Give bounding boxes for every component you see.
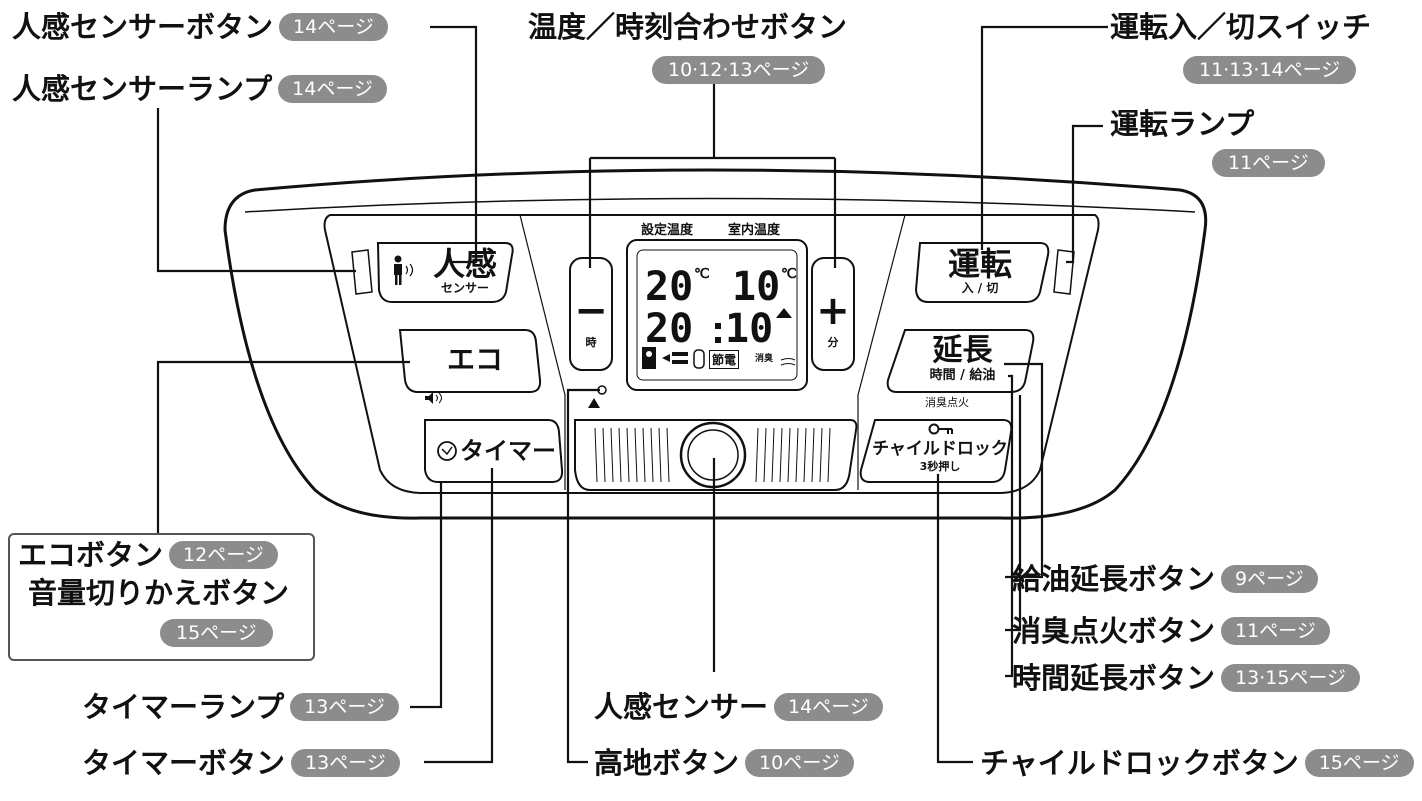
lcd-time-minutes: 10 [725, 306, 774, 352]
page-ref-pill: 11ページ [1221, 617, 1330, 645]
sensor-button-label: 人感 [432, 245, 497, 283]
sensor-button[interactable]: 人感 センサー [420, 247, 510, 295]
label-text: 人感センサーランプ [12, 72, 273, 106]
eco-button-label: エコ [446, 343, 503, 376]
lcd-room-temp: 10 [732, 264, 781, 310]
power-button[interactable]: 運転 入 / 切 [930, 247, 1030, 295]
page-ref-pill: 13ページ [291, 749, 400, 777]
page-ref-pill: 11·13·14ページ [1183, 56, 1357, 84]
power-button-sublabel: 入 / 切 [961, 281, 999, 295]
page-ref-pill: 13ページ [290, 693, 399, 721]
minus-button-label: − [574, 288, 608, 334]
label-text: エコボタン [18, 538, 164, 572]
plus-button[interactable]: + 分 [812, 290, 854, 354]
extend-button[interactable]: 延長 時間 / 給油 [905, 334, 1020, 384]
minus-button-sublabel: 時 [585, 336, 597, 349]
label-text: 運転ランプ [1110, 107, 1255, 141]
label-text: 高地ボタン [594, 746, 740, 780]
minus-button[interactable]: − 時 [570, 290, 612, 354]
label-text: タイマーランプ [82, 690, 285, 724]
extend-button-label: 延長 [932, 333, 993, 368]
page-ref-pill: 11ページ [1212, 149, 1325, 177]
lcd-header-set-temp: 設定温度 [641, 223, 694, 238]
power-button-label: 運転 [947, 245, 1012, 283]
page-ref-pill: 13·15ページ [1221, 664, 1361, 692]
label-text: 人感センサー [594, 690, 769, 724]
label-run-lamp: 運転ランプ [1110, 105, 1254, 143]
lcd-time-hours: 20 [645, 306, 694, 352]
label-text: チャイルドロックボタン [980, 746, 1299, 780]
page-ref-pill: 14ページ [774, 693, 883, 721]
lcd-room-temp-unit: ℃ [781, 266, 797, 282]
child-lock-button-label: チャイルドロック [872, 439, 1008, 459]
lcd-header-room-temp: 室内温度 [728, 223, 781, 238]
label-text: 時間延長ボタン [1012, 661, 1216, 695]
page-ref-pill: 12ページ [169, 541, 278, 569]
label-volume-switch: 音量切りかえボタン [28, 574, 289, 612]
eco-button[interactable]: エコ [425, 340, 525, 380]
page-ref-pill: 15ページ [1304, 749, 1414, 777]
child-lock-button[interactable]: チャイルドロック 3秒押し [870, 438, 1010, 474]
label-text: タイマーボタン [82, 746, 286, 780]
timer-button-label: タイマー [460, 437, 556, 465]
page-ref-pill: 9ページ [1221, 565, 1318, 593]
page-ref-pill: 14ページ [278, 75, 387, 103]
lcd-set-temp-unit: ℃ [694, 266, 710, 282]
page-ref-pill: 14ページ [279, 13, 388, 41]
page-ref-pill: 15ページ [160, 619, 273, 647]
lcd-shoshu-indicator: 消臭 [755, 354, 774, 364]
lcd-set-temp: 20 [645, 264, 694, 310]
label-text: 運転入／切スイッチ [1110, 10, 1372, 44]
child-lock-button-sublabel: 3秒押し [919, 460, 961, 473]
plus-button-sublabel: 分 [827, 336, 839, 349]
deodorize-ignition-label: 消臭点火 [925, 396, 969, 409]
label-temp-time-button: 温度／時刻合わせボタン [528, 8, 847, 46]
plus-button-label: + [816, 288, 850, 334]
label-text: 消臭点火ボタン [1012, 614, 1216, 648]
sensor-button-sublabel: センサー [440, 281, 489, 295]
label-text: 温度／時刻合わせボタン [528, 10, 848, 44]
lcd-setsuden-indicator: 節電 [709, 350, 740, 369]
label-text: 人感センサーボタン [12, 10, 274, 44]
timer-button[interactable]: タイマー [460, 432, 556, 470]
page-ref-pill: 10·12·13ページ [652, 56, 826, 84]
label-text: 音量切りかえボタン [28, 576, 290, 610]
extend-button-sublabel: 時間 / 給油 [929, 368, 996, 383]
label-text: 給油延長ボタン [1012, 562, 1216, 596]
page-ref-pill: 10ページ [745, 749, 854, 777]
label-power-switch: 運転入／切スイッチ [1110, 8, 1371, 46]
